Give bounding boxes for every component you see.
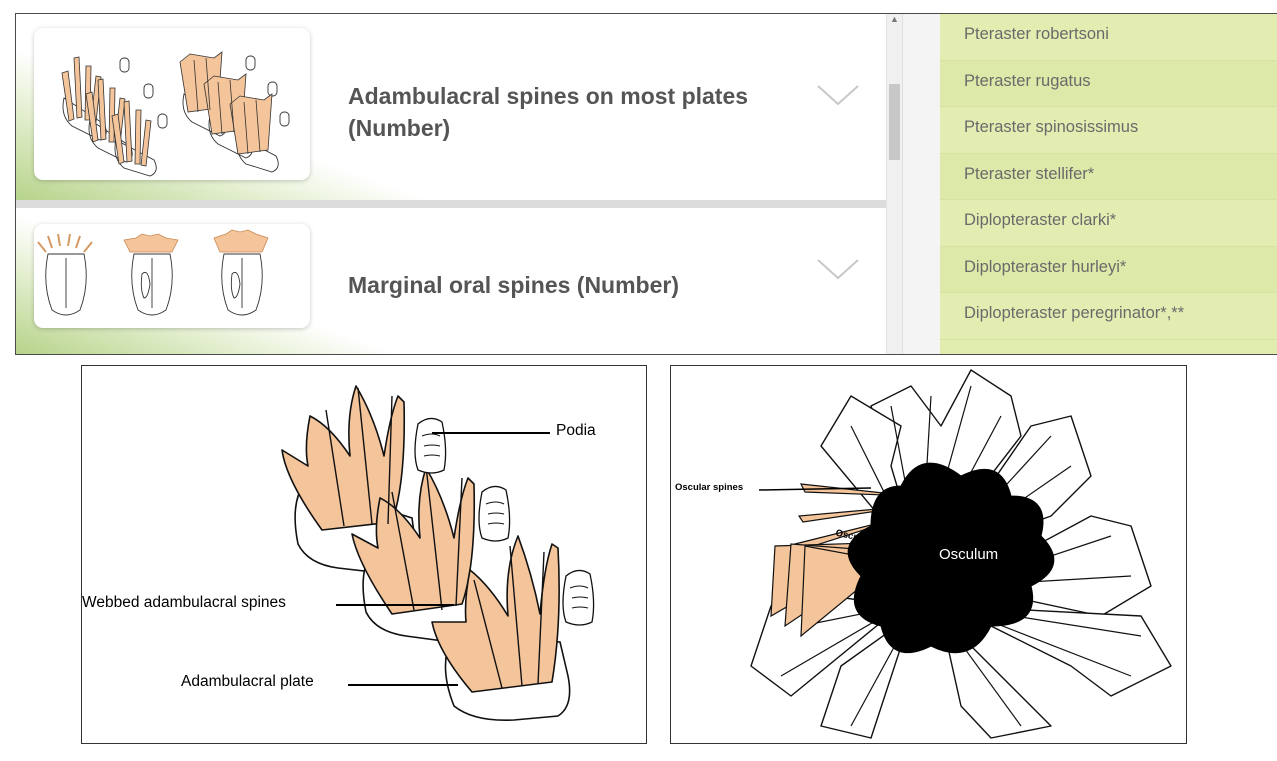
character-title: Marginal oral spines (Number) bbox=[348, 269, 768, 301]
scroll-up-arrow-icon[interactable]: ▲ bbox=[890, 14, 899, 24]
species-item[interactable]: Diplopteraster clarki* bbox=[940, 200, 1277, 247]
character-title: Adambulacral spines on most plates (Numb… bbox=[348, 80, 768, 144]
chevron-down-icon[interactable] bbox=[816, 258, 860, 287]
label-adambulacral-plate: Adambulacral plate bbox=[181, 673, 314, 691]
plate-leader-line bbox=[348, 684, 458, 686]
species-item[interactable]: Pteraster robertsoni bbox=[940, 14, 1277, 61]
podia-leader-line bbox=[432, 432, 550, 434]
character-row-adambulacral-spines[interactable]: Adambulacral spines on most plates (Numb… bbox=[16, 14, 886, 200]
character-list: Adambulacral spines on most plates (Numb… bbox=[16, 14, 886, 354]
species-list: Pteraster robertsoni Pteraster rugatus P… bbox=[940, 14, 1277, 354]
species-item[interactable]: Pteraster rugatus bbox=[940, 61, 1277, 108]
species-item[interactable]: Diplopteraster hurleyi* bbox=[940, 247, 1277, 294]
label-osculum: Osculum bbox=[939, 546, 998, 563]
character-thumbnail-adambulacral bbox=[34, 28, 310, 180]
character-list-scrollbar[interactable]: ▲ bbox=[886, 14, 902, 354]
species-item[interactable]: Pteraster spinosissimus bbox=[940, 107, 1277, 154]
panel-divider bbox=[902, 14, 941, 354]
webbed-leader-line bbox=[336, 604, 454, 606]
character-row-marginal-oral-spines[interactable]: Marginal oral spines (Number) bbox=[16, 208, 886, 354]
scroll-thumb[interactable] bbox=[889, 84, 900, 160]
species-item[interactable]: Pteraster stellifer* bbox=[940, 154, 1277, 201]
identification-key-panel: Adambulacral spines on most plates (Numb… bbox=[15, 13, 1277, 355]
figure-osculum-diagram: Oscular spines Oscular valve Osculum bbox=[670, 365, 1187, 744]
figure-adambulacral-diagram: Podia Webbed adambulacral spines Adambul… bbox=[81, 365, 647, 744]
osculum-illustration bbox=[671, 366, 1186, 743]
chevron-down-icon[interactable] bbox=[816, 84, 860, 113]
label-podia: Podia bbox=[556, 422, 596, 440]
species-item[interactable]: Diplopteraster peregrinator*,** bbox=[940, 293, 1277, 340]
label-oscular-spines: Oscular spines bbox=[675, 482, 743, 493]
label-webbed-spines: Webbed adambulacral spines bbox=[82, 594, 286, 612]
character-thumbnail-oral-spines bbox=[34, 224, 310, 328]
